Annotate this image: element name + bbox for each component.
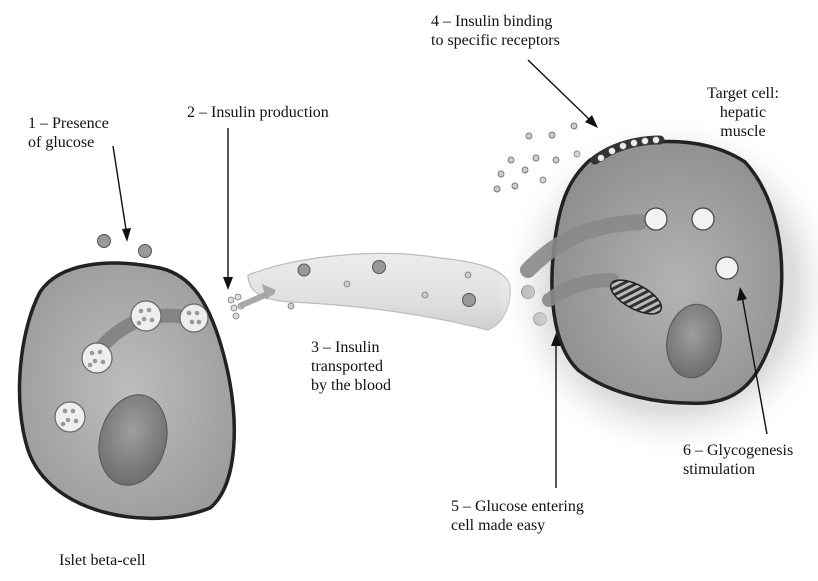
target-cell-membrane bbox=[550, 139, 784, 405]
mitochondrion bbox=[609, 279, 663, 315]
target-cell bbox=[497, 113, 818, 463]
insulin-vesicle bbox=[81, 342, 113, 374]
glycogen-granule bbox=[691, 207, 715, 231]
glycogen-granule bbox=[715, 256, 739, 280]
glucose-molecule bbox=[97, 234, 111, 248]
insulin-vesicle bbox=[179, 303, 209, 333]
label-insulin-production: 2 – Insulin production bbox=[187, 104, 329, 121]
pointer-step1 bbox=[112, 145, 128, 237]
glucose-entry-arrow bbox=[520, 214, 648, 278]
label-glycogenesis: 6 – Glycogenesis stimulation bbox=[683, 442, 794, 478]
insulin-vesicle bbox=[54, 401, 86, 433]
insulin-vesicle bbox=[130, 300, 162, 332]
label-insulin-binding: 4 – Insulin binding to specific receptor… bbox=[431, 13, 560, 49]
arrowhead bbox=[737, 287, 747, 301]
arrowhead bbox=[223, 277, 233, 290]
islet-cell-membrane bbox=[17, 261, 237, 521]
pointer-lines bbox=[112, 59, 768, 488]
glucose-molecule bbox=[138, 244, 152, 258]
label-insulin-transported: 3 – Insulin transported by the blood bbox=[311, 339, 391, 394]
islet-nucleus bbox=[98, 394, 168, 486]
label-islet-beta-cell: Islet beta-cell bbox=[59, 552, 146, 569]
pointer-step6 bbox=[741, 295, 768, 435]
glucose-entry-arrow bbox=[542, 273, 619, 307]
insulin-receptors bbox=[590, 135, 665, 165]
label-target-cell: Target cell: hepatic muscle bbox=[707, 85, 779, 140]
arrowhead bbox=[551, 333, 561, 346]
label-glucose-entering: 5 – Glucose entering cell made easy bbox=[451, 498, 584, 534]
arrowhead bbox=[122, 228, 131, 242]
islet-beta-cell bbox=[17, 261, 245, 521]
target-nucleus bbox=[666, 303, 722, 379]
glycogen-granule bbox=[644, 207, 668, 231]
label-presence-of-glucose: 1 – Presence of glucose bbox=[28, 115, 109, 151]
blood-vessel bbox=[239, 252, 511, 331]
arrowhead bbox=[585, 115, 598, 128]
pointer-step4 bbox=[527, 59, 593, 123]
